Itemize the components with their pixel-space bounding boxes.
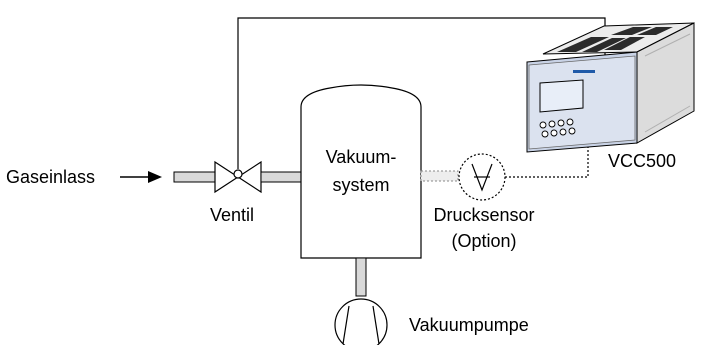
vacuum-pump-label: Vakuumpumpe	[409, 315, 529, 335]
vacuum-system-label-line2: system	[332, 175, 389, 195]
valve-label: Ventil	[210, 205, 254, 225]
pressure-sensor-label-line1: Drucksensor	[433, 205, 534, 225]
gas-inlet-label: Gaseinlass	[6, 167, 95, 187]
sensor-pipe	[420, 170, 459, 182]
pump-pipe	[355, 257, 367, 297]
valve-icon	[214, 160, 262, 194]
vacuum-vessel	[300, 84, 422, 259]
pressure-sensor-icon	[458, 153, 506, 201]
pressure-sensor-label-line2: (Option)	[451, 231, 516, 251]
controller-label: VCC500	[608, 151, 676, 171]
vacuum-pump-icon	[334, 298, 388, 345]
inlet-pipe	[173, 171, 216, 183]
gas-inlet-arrowhead	[148, 171, 162, 183]
vacuum-system-label-line1: Vakuum-	[326, 147, 397, 167]
vessel-pipe	[260, 171, 302, 183]
controller-device	[526, 22, 695, 153]
